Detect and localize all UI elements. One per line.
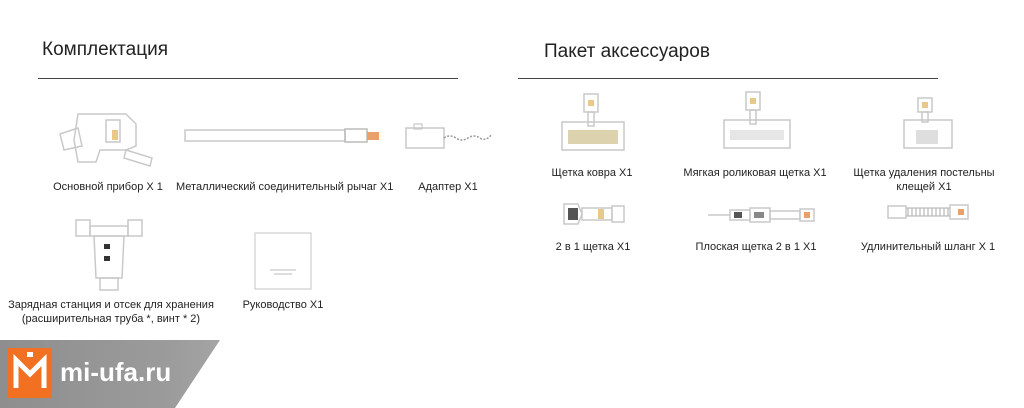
item-label-manual: Руководство Х1	[242, 299, 324, 311]
power-adapter-icon	[405, 123, 493, 149]
item-label-two-in-one-brush: 2 в 1 щетка Х1	[555, 241, 631, 253]
left-section-divider	[38, 78, 458, 79]
vacuum-main-body-icon	[59, 113, 153, 167]
manual-icon	[254, 232, 312, 290]
metal-tube-icon	[184, 128, 379, 143]
mite-brush-icon	[903, 97, 953, 149]
right-section-divider	[518, 78, 938, 79]
item-label-metal-tube: Металлический соединительный рычаг Х1	[176, 181, 394, 193]
item-label-mite-brush-line2: клещей Х1	[896, 181, 952, 193]
item-label-carpet-brush: Щетка ковра Х1	[551, 167, 633, 179]
item-label-charging-station: Зарядная станция и отсек для хранения (р…	[2, 298, 220, 326]
item-label-extension-hose: Удлинительный шланг Х 1	[860, 241, 996, 253]
left-section-title: Комплектация	[42, 39, 169, 60]
item-label-crevice-brush: Плоская щетка 2 в 1 Х1	[695, 241, 817, 253]
crevice-brush-icon	[708, 207, 815, 223]
item-label-soft-roller-brush: Мягкая роликовая щетка Х1	[683, 167, 827, 179]
item-label-mite-brush-line1: Щетка удаления постельны	[853, 167, 995, 179]
item-label-adapter: Адаптер Х1	[418, 181, 478, 193]
charging-station-icon	[75, 219, 143, 291]
two-in-one-brush-icon	[563, 203, 625, 225]
item-label-mite-brush: Щетка удаления постельны клещей Х1	[852, 166, 996, 194]
watermark-text: mi-ufa.ru	[60, 357, 172, 387]
item-label-charging-station-line1: Зарядная станция и отсек для хранения	[8, 299, 214, 311]
watermark-logo-icon	[8, 348, 52, 398]
item-label-charging-station-line2: (расширительная труба *, винт * 2)	[21, 313, 201, 325]
soft-roller-brush-icon	[723, 91, 791, 149]
carpet-brush-icon	[561, 93, 625, 151]
right-section-title: Пакет аксессуаров	[544, 41, 710, 62]
extension-hose-icon	[887, 204, 969, 220]
item-label-main-body: Основной прибор Х 1	[53, 181, 163, 193]
